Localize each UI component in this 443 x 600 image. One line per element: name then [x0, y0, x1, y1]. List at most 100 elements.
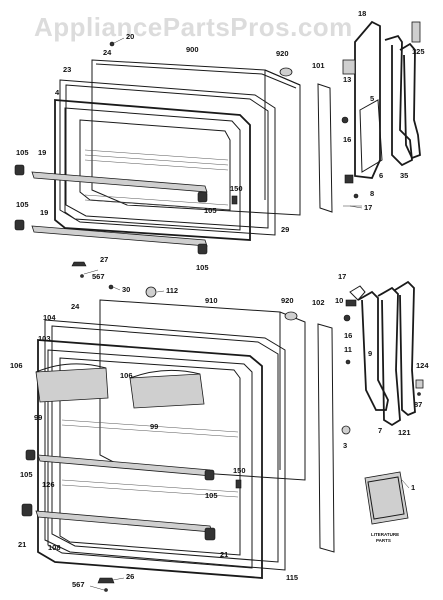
label-567-top: 567 — [92, 272, 105, 281]
label-900: 900 — [186, 45, 199, 54]
fresh-food-liner-103 — [37, 339, 263, 579]
label-105-c: 105 — [204, 206, 217, 215]
label-4: 4 — [55, 88, 60, 97]
freezer-gasket-29 — [59, 79, 276, 236]
screw-30 — [108, 284, 114, 290]
label-19-top: 19 — [38, 148, 46, 157]
label-105-e: 105 — [20, 470, 33, 479]
hinge-plate-5 — [359, 99, 383, 173]
label-124: 124 — [416, 361, 429, 370]
label-3: 3 — [343, 441, 347, 450]
label-16-bottom: 16 — [344, 331, 352, 340]
label-102: 102 — [312, 298, 325, 307]
door-shelf-bar-126 — [37, 454, 213, 477]
booklet-line2: PARTS — [376, 538, 391, 543]
freezer-door-liner-4 — [54, 99, 251, 241]
part-number-labels: 18 125 900 20 24 920 101 13 23 5 4 16 10… — [10, 9, 429, 589]
booklet-line1: LITERATURE — [371, 532, 399, 537]
label-11: 11 — [344, 345, 352, 354]
door-trim-101 — [317, 83, 333, 213]
shelf-end-cap-105-b — [14, 219, 25, 231]
label-27: 27 — [100, 255, 108, 264]
shelf-end-cap-21-a — [21, 503, 33, 517]
door-trim-102 — [317, 323, 335, 553]
label-920-bottom: 920 — [281, 296, 294, 305]
stop-150-bottom — [235, 479, 242, 489]
label-99-right: 99 — [150, 422, 158, 431]
label-29: 29 — [281, 225, 289, 234]
freezer-door-assembly — [14, 41, 333, 278]
fresh-food-hinge-assembly — [341, 280, 424, 435]
shelf-end-cap-105-d — [197, 243, 208, 255]
hinge-cap-125 — [411, 21, 421, 43]
site-watermark: AppliancePartsPros.com — [34, 12, 353, 42]
plug-112 — [145, 286, 157, 298]
handle-trim-35 — [399, 42, 421, 160]
label-16-top: 16 — [343, 135, 351, 144]
label-104: 104 — [43, 313, 56, 322]
label-35: 35 — [400, 171, 408, 180]
label-150-bottom: 150 — [233, 466, 246, 475]
shelf-end-cap-105-e — [25, 449, 36, 461]
screw-567-bottom — [104, 588, 108, 592]
hinge-bracket-9 — [357, 290, 389, 411]
screw-11 — [345, 359, 351, 365]
hinge-pin-13 — [342, 59, 356, 75]
stop-150-top — [231, 195, 238, 205]
label-126: 126 — [42, 480, 55, 489]
label-150-top: 150 — [230, 184, 243, 193]
freezer-shelf-bar-19-upper — [31, 171, 208, 193]
handle-cap-124 — [415, 379, 424, 389]
label-8: 8 — [370, 189, 374, 198]
washer-8 — [344, 174, 354, 184]
dairy-door-99-right — [129, 373, 205, 409]
spacer-26 — [97, 577, 115, 584]
label-21-left: 21 — [18, 540, 26, 549]
shelf-end-cap-105-c — [197, 191, 208, 203]
bushing-16-bottom — [343, 314, 351, 322]
screw-567-top — [80, 274, 84, 278]
label-26: 26 — [126, 572, 134, 581]
label-87: 87 — [414, 400, 422, 409]
label-121: 121 — [398, 428, 411, 437]
label-24-bottom: 24 — [71, 302, 80, 311]
freezer-door-panel-900 — [91, 59, 301, 216]
freezer-hinge-assembly — [341, 20, 421, 207]
screw-8 — [353, 193, 359, 199]
label-105-a: 105 — [16, 148, 29, 157]
spacer-27 — [71, 261, 87, 267]
plug-920-bottom — [284, 311, 298, 321]
label-18: 18 — [358, 9, 366, 18]
label-21-right: 21 — [220, 550, 228, 559]
label-125: 125 — [412, 47, 425, 56]
label-30: 30 — [122, 285, 130, 294]
plug-920-top — [279, 67, 293, 77]
bushing-16-top — [341, 116, 349, 124]
leader-lines — [83, 37, 410, 591]
label-9: 9 — [368, 349, 372, 358]
label-23: 23 — [63, 65, 71, 74]
label-99-left: 99 — [34, 413, 42, 422]
label-105-d: 105 — [196, 263, 209, 272]
label-24-top: 24 — [103, 48, 112, 57]
label-10: 10 — [335, 296, 343, 305]
label-108: 108 — [48, 543, 61, 552]
label-6: 6 — [379, 171, 383, 180]
label-105-f: 105 — [205, 491, 218, 500]
label-105-b: 105 — [16, 200, 29, 209]
label-7: 7 — [378, 426, 382, 435]
label-20: 20 — [126, 32, 134, 41]
label-13: 13 — [343, 75, 351, 84]
dairy-door-99-left — [35, 367, 109, 403]
literature-parts-booklet: LITERATURE PARTS — [364, 471, 409, 543]
label-567-bottom: 567 — [72, 580, 85, 589]
label-103: 103 — [38, 334, 51, 343]
label-106-left: 106 — [10, 361, 23, 370]
label-5: 5 — [370, 94, 374, 103]
screw-87 — [417, 392, 421, 396]
fresh-food-door-assembly — [21, 284, 335, 592]
label-115: 115 — [286, 573, 298, 582]
handle-125 — [384, 34, 413, 167]
label-19-bottom: 19 — [40, 208, 48, 217]
